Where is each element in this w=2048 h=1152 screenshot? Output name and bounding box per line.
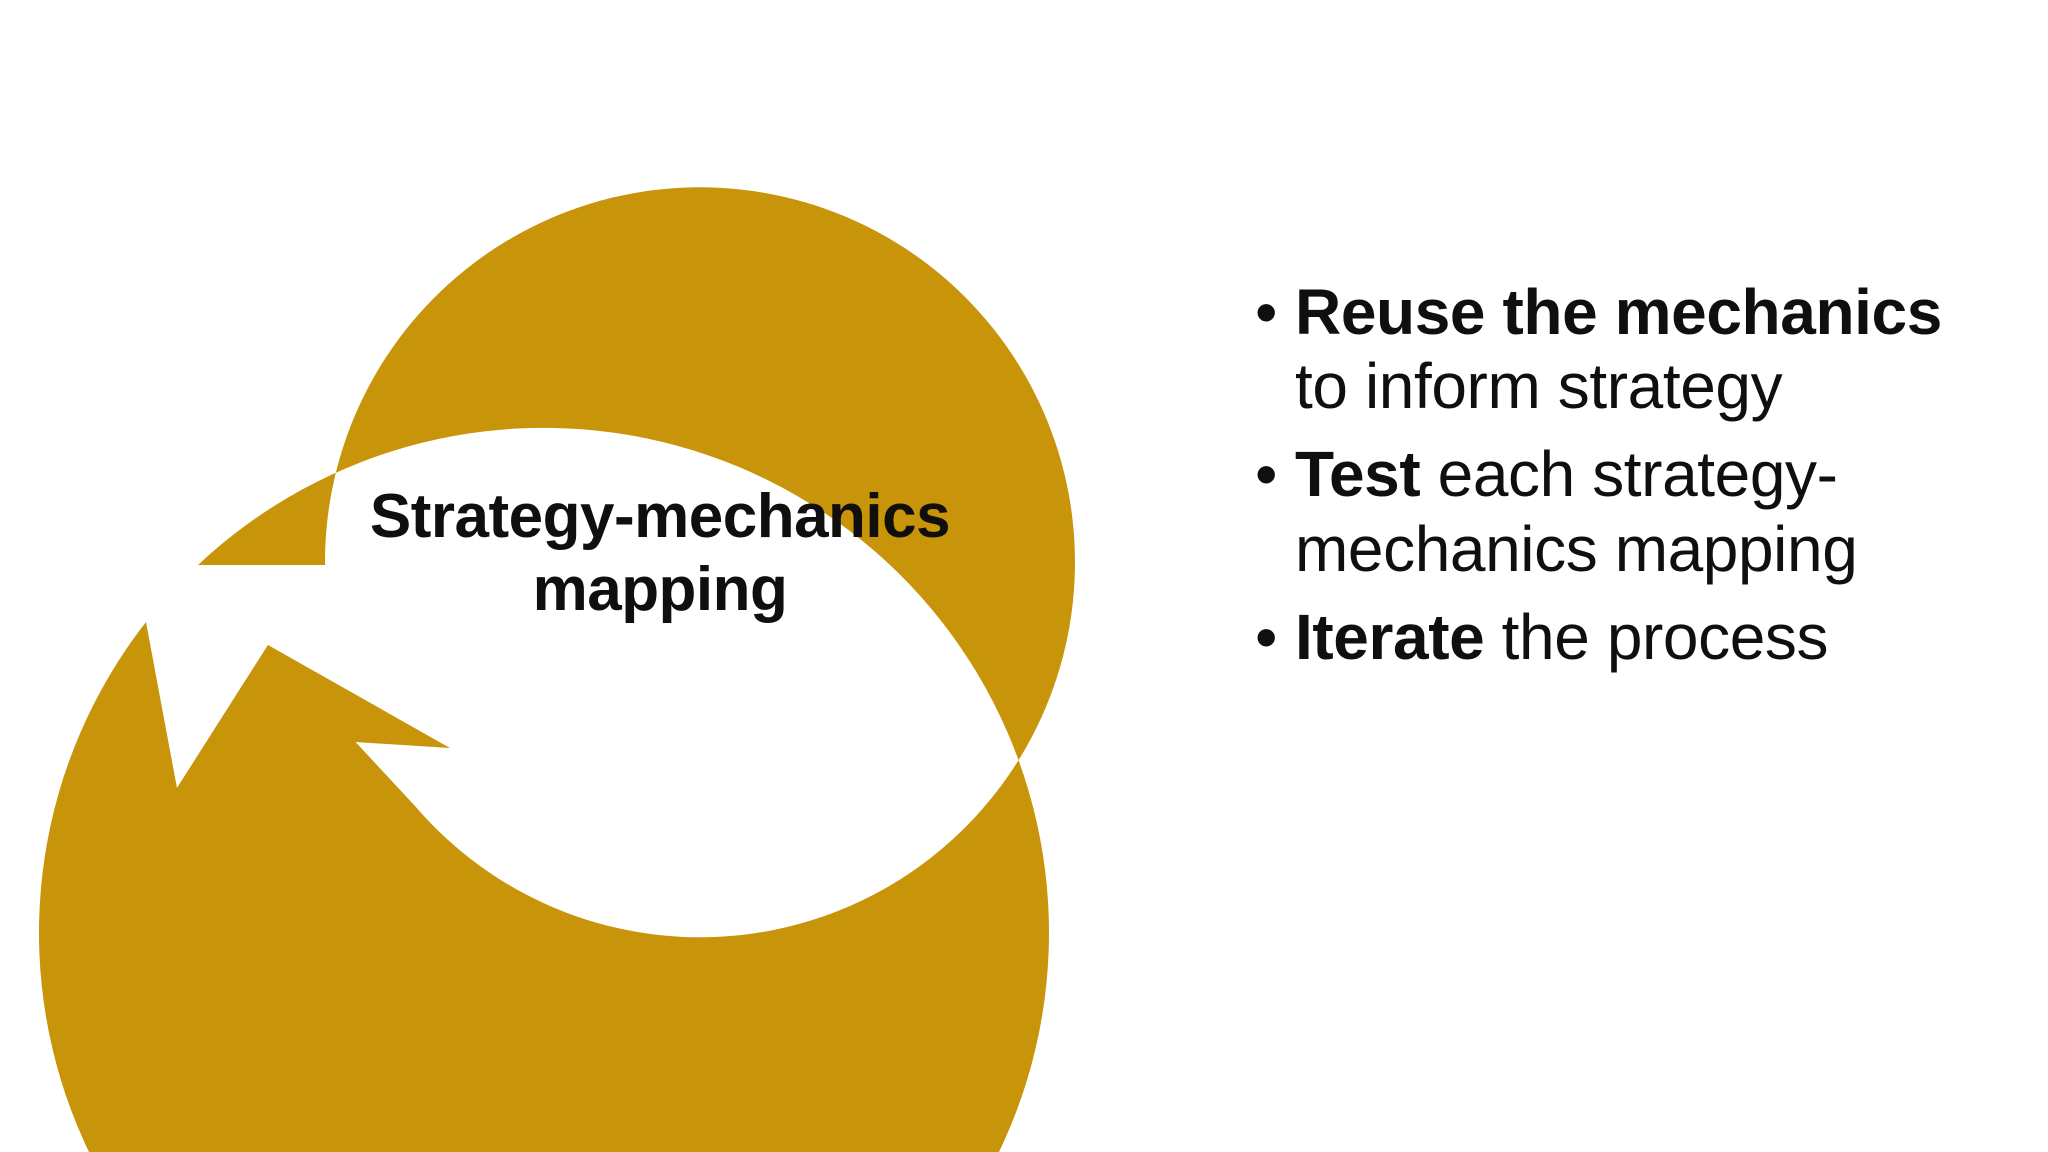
list-item: • Iterate the process — [1255, 600, 1955, 674]
list-item-remainder: the process — [1484, 600, 1829, 673]
list-item: • Test each strategy-mechanics mapping — [1255, 437, 1955, 585]
bullet-marker-icon: • — [1255, 600, 1278, 673]
cycle-center-label: Strategy-mechanics mapping — [369, 482, 951, 625]
list-item-emphasis: Reuse the mechanics — [1295, 276, 1942, 348]
list-item-text: Reuse the mechanics to inform strategy — [1295, 275, 1955, 423]
circular-arrow-shape — [38, 187, 1075, 1152]
cycle-diagram — [38, 187, 1075, 1152]
list-item: • Reuse the mechanics to inform strategy — [1255, 275, 1955, 423]
bullet-marker-icon: • — [1255, 276, 1278, 348]
arrow-head-shape — [177, 645, 450, 788]
list-item-text: Iterate the process — [1295, 600, 1955, 674]
list-item-emphasis: Iterate — [1295, 600, 1485, 673]
list-item-emphasis: Test — [1295, 438, 1421, 511]
list-item-text: Test each strategy-mechanics mapping — [1295, 437, 1955, 585]
circular-arrow-icon — [38, 187, 1075, 1152]
bullet-marker-icon: • — [1255, 438, 1278, 511]
list-item-remainder: each strategy-mechanics mapping — [1295, 438, 1858, 585]
bullet-list: • Reuse the mechanics to inform strategy… — [1255, 275, 1955, 688]
list-item-remainder: to inform strategy — [1295, 350, 1783, 423]
